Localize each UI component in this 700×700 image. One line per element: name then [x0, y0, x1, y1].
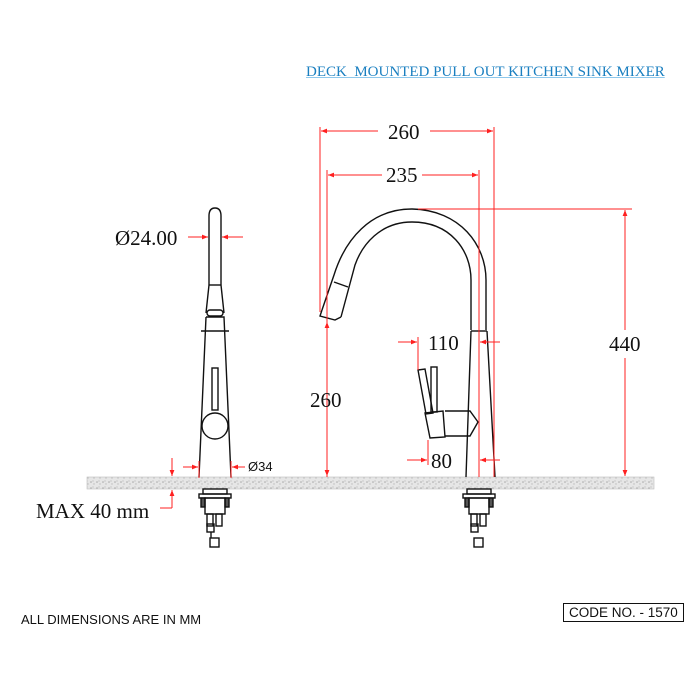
units-note: ALL DIMENSIONS ARE IN MM: [21, 612, 202, 627]
max-thickness-label: MAX 40 mm: [36, 499, 149, 523]
lever-offset-top-label: 110: [428, 331, 459, 355]
total-height-label: 440: [609, 332, 641, 356]
side-view-dimensions: [160, 234, 245, 509]
base-diameter-label: Ø34: [248, 459, 273, 474]
countertop: [86, 476, 655, 490]
spout-diameter-label: Ø24.00: [115, 226, 177, 250]
product-code: CODE NO. - 1570: [563, 603, 684, 622]
front-view-dimensions: [319, 127, 632, 477]
outlet-height-label: 260: [310, 388, 342, 412]
side-view-faucet: [198, 207, 232, 548]
lever-offset-bottom-label: 80: [431, 449, 452, 473]
total-reach-label: 260: [388, 120, 420, 144]
drawing-title: DECK MOUNTED PULL OUT KITCHEN SINK MIXER: [306, 64, 665, 80]
spout-reach-label: 235: [386, 163, 418, 187]
front-view-faucet: [319, 208, 496, 548]
